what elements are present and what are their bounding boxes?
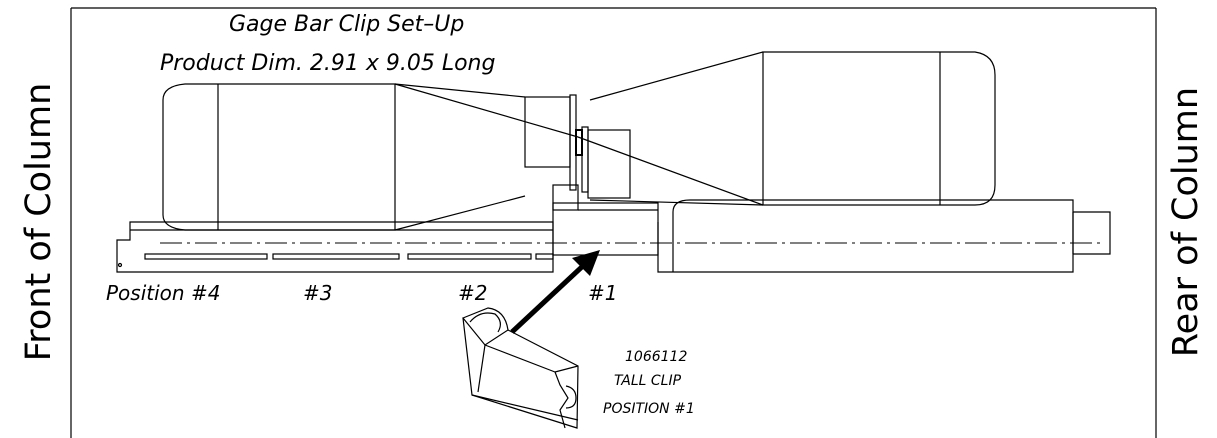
- clip-position-1: [552, 184, 659, 256]
- diagram-title: Gage Bar Clip Set–Up: [229, 12, 464, 37]
- position-label-2: #2: [458, 281, 487, 305]
- clip-name: TALL CLIP: [614, 373, 682, 389]
- product-dimension-label: Product Dim. 2.91 x 9.05 Long: [160, 51, 495, 76]
- clip-part-number: 1066112: [625, 349, 687, 365]
- front-of-column-label: Front of Column: [19, 83, 59, 362]
- clip-position-note: POSITION #1: [603, 401, 695, 417]
- tall-clip-sketch: [462, 307, 579, 429]
- rear-of-column-label: Rear of Column: [1166, 87, 1206, 357]
- position-label-4: Position #4: [106, 281, 220, 305]
- position-label-1: #1: [588, 281, 617, 305]
- drawing-border: [70, 7, 1157, 438]
- pointer-arrow: [510, 250, 600, 334]
- position-label-3: #3: [303, 281, 332, 305]
- product-caps: [524, 94, 631, 199]
- product-bottle: [162, 51, 996, 231]
- gage-bar: [116, 199, 1111, 273]
